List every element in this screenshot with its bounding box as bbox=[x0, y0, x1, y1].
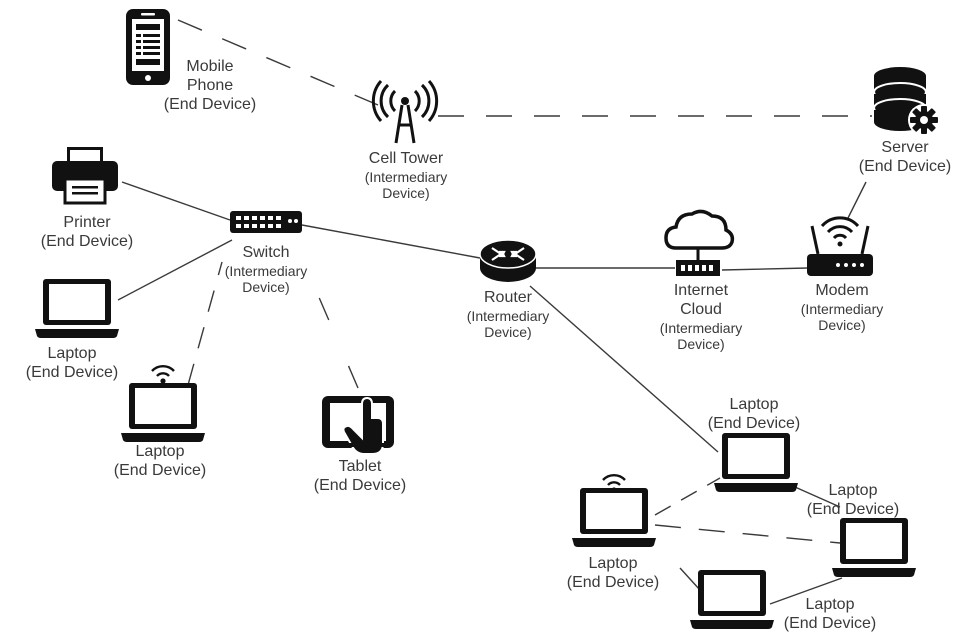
node-name: Cell Tower bbox=[368, 150, 444, 167]
laptop-bottom-label: Laptop (End Device) bbox=[784, 596, 876, 634]
database-server-icon bbox=[873, 67, 940, 136]
link-laptopwifi-switch bbox=[187, 261, 223, 386]
link-laptopwifi-laptopright bbox=[654, 524, 841, 544]
node-name: Switch bbox=[242, 244, 290, 261]
node-name: Laptop bbox=[805, 596, 855, 613]
node-role: (Intermediary bbox=[364, 168, 448, 185]
mobile-phone-label: Mobile Phone (End Device) bbox=[164, 58, 256, 115]
cell-tower-label: Cell Tower (Intermediary Device) bbox=[365, 150, 447, 202]
node-role: (Intermediary bbox=[800, 300, 884, 317]
node-name: Phone bbox=[186, 76, 234, 94]
network-switch-icon bbox=[230, 211, 302, 233]
laptop-icon bbox=[714, 433, 798, 492]
link-laptopbottom-laptopright bbox=[769, 577, 843, 605]
node-role: (End Device) bbox=[566, 573, 660, 591]
node-role: (End Device) bbox=[858, 157, 952, 175]
link-laptopwifi-laptopbottom bbox=[679, 567, 701, 591]
node-role: (End Device) bbox=[113, 461, 207, 479]
node-name: Internet bbox=[673, 282, 729, 299]
link-laptoprouter-laptopright bbox=[794, 486, 841, 508]
printer-label: Printer (End Device) bbox=[41, 214, 133, 252]
laptop-icon bbox=[35, 279, 119, 338]
link-modem-server bbox=[847, 181, 867, 219]
node-name: Server bbox=[881, 139, 929, 156]
router-icon bbox=[479, 239, 537, 282]
internet-cloud-label: Internet Cloud (Intermediary Device) bbox=[660, 282, 742, 353]
node-name: Laptop bbox=[588, 555, 638, 572]
cloud-icon bbox=[664, 209, 735, 276]
node-name: Router bbox=[483, 289, 533, 306]
laptop-icon bbox=[121, 383, 205, 442]
link-printer-switch bbox=[121, 181, 231, 221]
node-role: (End Device) bbox=[25, 363, 119, 381]
switch-label: Switch (Intermediary Device) bbox=[225, 244, 307, 296]
link-cloud-modem bbox=[721, 267, 809, 271]
node-role: (Intermediary bbox=[466, 307, 550, 324]
cell-tower-icon bbox=[371, 80, 439, 144]
link-laptop-switch bbox=[117, 239, 233, 301]
link-tablet-switch bbox=[317, 294, 359, 389]
node-role: Device) bbox=[382, 185, 430, 202]
wifi-modem-icon bbox=[807, 216, 873, 276]
node-role: Device) bbox=[677, 336, 725, 353]
tablet-label: Tablet (End Device) bbox=[314, 458, 406, 496]
printer-icon bbox=[52, 147, 118, 205]
tablet-touch-icon bbox=[322, 396, 394, 455]
node-name: Tablet bbox=[338, 458, 382, 475]
node-name: Modem bbox=[815, 282, 869, 299]
laptop-left-label: Laptop (End Device) bbox=[26, 345, 118, 383]
smartphone-icon bbox=[126, 9, 170, 85]
node-role: Device) bbox=[242, 279, 290, 296]
router-label: Router (Intermediary Device) bbox=[467, 289, 549, 341]
node-name: Cloud bbox=[680, 300, 722, 318]
node-name: Laptop bbox=[828, 482, 878, 499]
node-role: Device) bbox=[484, 324, 532, 341]
laptop-right-label: Laptop (End Device) bbox=[807, 482, 899, 520]
laptop-router-label: Laptop (End Device) bbox=[708, 396, 800, 434]
modem-label: Modem (Intermediary Device) bbox=[801, 282, 883, 334]
node-role: (End Device) bbox=[806, 500, 900, 518]
link-mobile-celltower bbox=[177, 19, 379, 106]
wifi-signal-icon bbox=[150, 364, 176, 385]
laptop-icon bbox=[690, 570, 774, 629]
node-role: (End Device) bbox=[313, 476, 407, 494]
links-layer bbox=[117, 19, 872, 605]
node-role: (End Device) bbox=[783, 614, 877, 632]
laptop-wifi-bottom-label: Laptop (End Device) bbox=[567, 555, 659, 593]
laptop-icon bbox=[572, 488, 656, 547]
node-role: (End Device) bbox=[163, 95, 257, 113]
link-router-laptoprouter bbox=[529, 285, 719, 453]
node-role: (End Device) bbox=[707, 414, 801, 432]
link-laptopwifi-laptoprouter bbox=[654, 477, 721, 516]
node-role: (Intermediary bbox=[224, 262, 308, 279]
node-role: Device) bbox=[818, 317, 866, 334]
link-switch-router bbox=[301, 224, 481, 259]
node-name: Printer bbox=[63, 214, 111, 231]
laptop-icon bbox=[832, 518, 916, 577]
node-name: Laptop bbox=[135, 443, 185, 460]
node-name: Mobile bbox=[186, 58, 234, 75]
node-role: (Intermediary bbox=[659, 319, 743, 336]
server-label: Server (End Device) bbox=[859, 139, 951, 177]
node-role: (End Device) bbox=[40, 232, 134, 250]
laptop-wifi-left-label: Laptop (End Device) bbox=[114, 443, 206, 481]
node-name: Laptop bbox=[47, 345, 97, 362]
node-name: Laptop bbox=[729, 396, 779, 413]
